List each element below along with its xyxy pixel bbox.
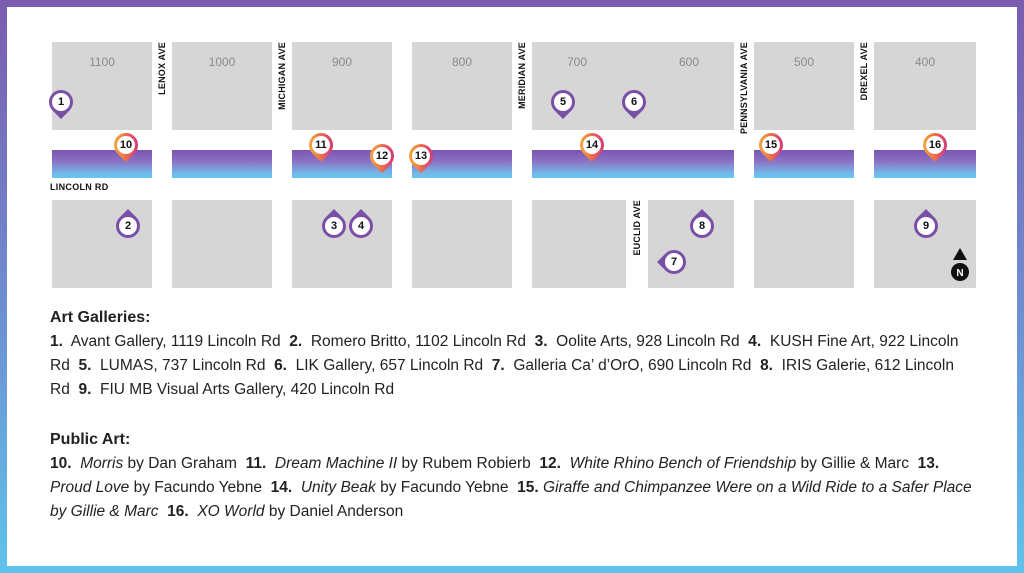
legend-entry: 10. Morris by Dan Graham (50, 455, 237, 472)
block-south (292, 200, 392, 288)
north-arrow-icon: N (949, 248, 971, 282)
block-south (754, 200, 854, 288)
legend-entry: 3. Oolite Arts, 928 Lincoln Rd (534, 333, 740, 350)
public-art-list: 10. Morris by Dan Graham 11. Dream Machi… (50, 452, 980, 524)
legend-entry: 1. Avant Gallery, 1119 Lincoln Rd (50, 333, 281, 350)
legend-entry: 16. XO World by Daniel Anderson (167, 503, 404, 520)
block-number: 1000 (208, 55, 236, 69)
legend-entry: 14. Unity Beak by Facundo Yebne (270, 479, 509, 496)
block-south (412, 200, 512, 288)
block-900: 900 (292, 42, 392, 130)
legend-entry: 15. Giraffe and Chimpanzee Were on a Wil… (50, 479, 972, 520)
block-south (532, 200, 626, 288)
public-art-heading: Public Art: (50, 431, 131, 448)
legend-entry: 12. White Rhino Bench of Friendship by G… (539, 455, 910, 472)
block-number: 800 (451, 55, 473, 69)
block-south (172, 200, 272, 288)
block-1000: 1000 (172, 42, 272, 130)
galleries-heading: Art Galleries: (50, 309, 151, 326)
legend-entry: 6. LIK Gallery, 657 Lincoln Rd (274, 357, 484, 374)
street-label-pennsylvania: PENNSYLVANIA AVE (739, 42, 749, 135)
legend-entry: 4. KUSH Fine Art, 922 Lincoln Rd (50, 333, 959, 374)
lincoln-road-segment (172, 150, 272, 178)
legend-entry: 2. Romero Britto, 1102 Lincoln Rd (289, 333, 526, 350)
block-800: 800 (412, 42, 512, 130)
block-400: 400 (874, 42, 976, 130)
block-number: 600 (678, 55, 700, 69)
block-number: 900 (331, 55, 353, 69)
lincoln-road-segment (532, 150, 734, 178)
legend-entry: 13. Proud Love by Facundo Yebne (50, 455, 940, 496)
block-number: 700 (566, 55, 588, 69)
compass-n-label: N (956, 268, 963, 279)
block-1100: 1100 (52, 42, 152, 130)
block-south (52, 200, 152, 288)
street-label-michigan: MICHIGAN AVE (277, 42, 287, 110)
legend: Art Galleries: 1. Avant Gallery, 1119 Li… (50, 306, 980, 524)
lincoln-road-segment (874, 150, 976, 178)
lincoln-road-segment (52, 150, 152, 178)
street-label-drexel: DREXEL AVE (859, 42, 869, 101)
block-number: 1100 (89, 55, 115, 69)
legend-entry: 9. FIU MB Visual Arts Gallery, 420 Linco… (78, 381, 395, 398)
block-number: 400 (914, 55, 936, 69)
legend-entry: 8. IRIS Galerie, 612 Lincoln Rd (50, 357, 954, 398)
street-label-euclid: EUCLID AVE (632, 200, 642, 256)
block-south (648, 200, 734, 288)
legend-entry: 5. LUMAS, 737 Lincoln Rd (78, 357, 266, 374)
legend-entry: 11. Dream Machine II by Rubem Robierb (245, 455, 531, 472)
street-label-lenox: LENOX AVE (157, 42, 167, 95)
block-number: 500 (793, 55, 815, 69)
street-label-meridian: MERIDIAN AVE (517, 42, 527, 109)
lincoln-rd-label: LINCOLN RD (50, 182, 109, 192)
galleries-list: 1. Avant Gallery, 1119 Lincoln Rd 2. Rom… (50, 330, 980, 402)
legend-entry: 7. Galleria Ca’ d’OrO, 690 Lincoln Rd (491, 357, 752, 374)
block-500: 500 (754, 42, 854, 130)
